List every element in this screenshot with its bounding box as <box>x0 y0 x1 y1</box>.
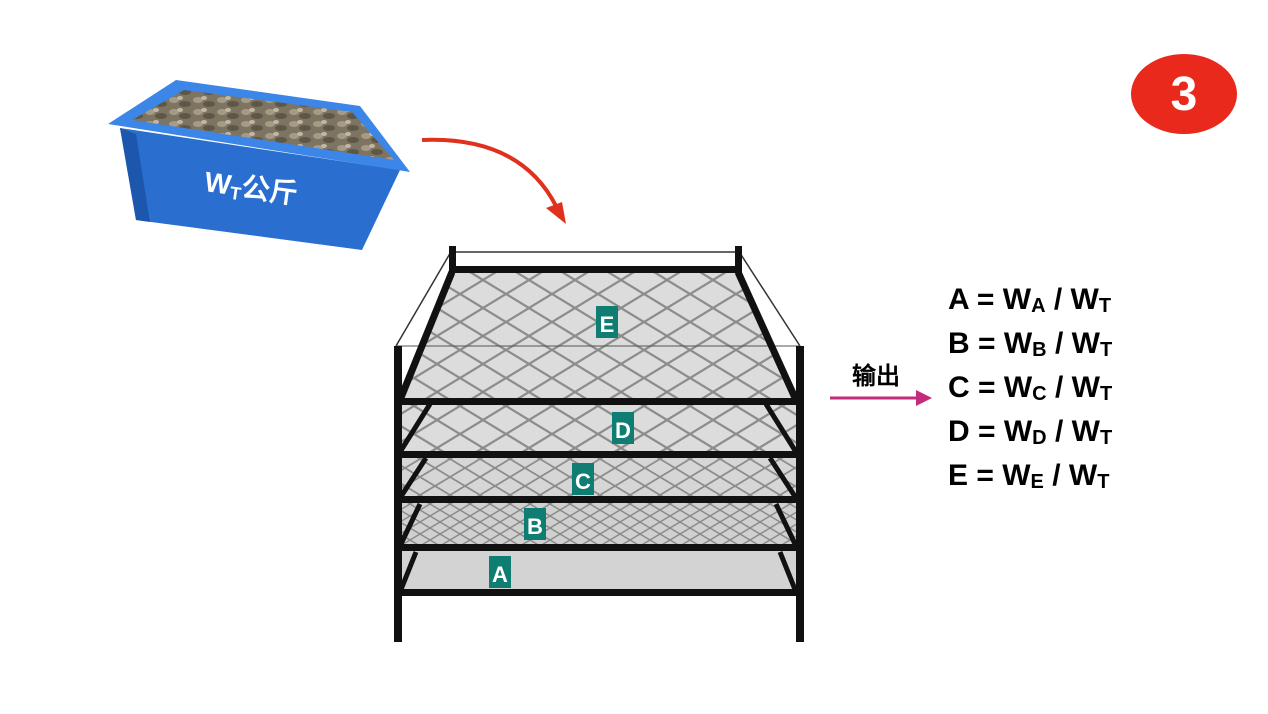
shelf-bar-5 <box>396 589 800 596</box>
svg-text:B: B <box>527 514 543 539</box>
container-label: WT公斤 <box>202 166 299 212</box>
step-number-badge: 3 <box>1131 54 1237 134</box>
svg-text:D: D <box>615 418 631 443</box>
formula-list: A = WA / WT B = WB / WT C = WC / WT D = … <box>948 278 1112 498</box>
shelf-label-e: E <box>596 306 618 338</box>
svg-text:E: E <box>600 312 615 337</box>
svg-text:C: C <box>575 469 591 494</box>
svg-text:A: A <box>492 562 508 587</box>
container-shading <box>120 128 150 222</box>
container-front <box>120 128 400 250</box>
sieve-post-top-right <box>735 246 742 272</box>
formula-c: C = WC / WT <box>948 371 1113 405</box>
feed-arrow-head-icon <box>546 202 566 224</box>
formula-e: E = WE / WT <box>948 459 1110 493</box>
step-number: 3 <box>1170 67 1198 121</box>
shelf-bar-3 <box>396 496 800 503</box>
sieve-mesh-d <box>400 402 796 452</box>
gravel-fill <box>132 90 394 160</box>
shelf-label-b: B <box>524 508 546 540</box>
sieve-pan-a <box>400 550 796 592</box>
output-arrow <box>830 390 932 406</box>
formula-b: B = WB / WT <box>948 327 1113 361</box>
shelf-label-a: A <box>489 556 511 588</box>
formula-a: A = WA / WT <box>948 283 1112 317</box>
shelf-label-d: D <box>612 412 634 444</box>
sieve-post-right <box>796 346 804 642</box>
shelf-bar-2 <box>396 451 800 458</box>
shelf-bar-4 <box>396 544 800 551</box>
sieve-top-bar <box>450 266 742 273</box>
shelf-bar-1 <box>396 398 800 405</box>
formula-d: D = WD / WT <box>948 415 1113 449</box>
output-arrow-head-icon <box>916 390 932 406</box>
sieve-mesh-c <box>400 456 796 498</box>
sieve-post-left <box>394 346 402 642</box>
feed-arrow <box>421 137 566 224</box>
sieve-mesh-b <box>400 502 796 546</box>
shelf-label-c: C <box>572 463 594 495</box>
material-container <box>108 80 410 250</box>
sieve-stack <box>394 246 804 642</box>
output-label: 输出 <box>852 363 900 390</box>
sieve-post-top-left <box>449 246 456 272</box>
